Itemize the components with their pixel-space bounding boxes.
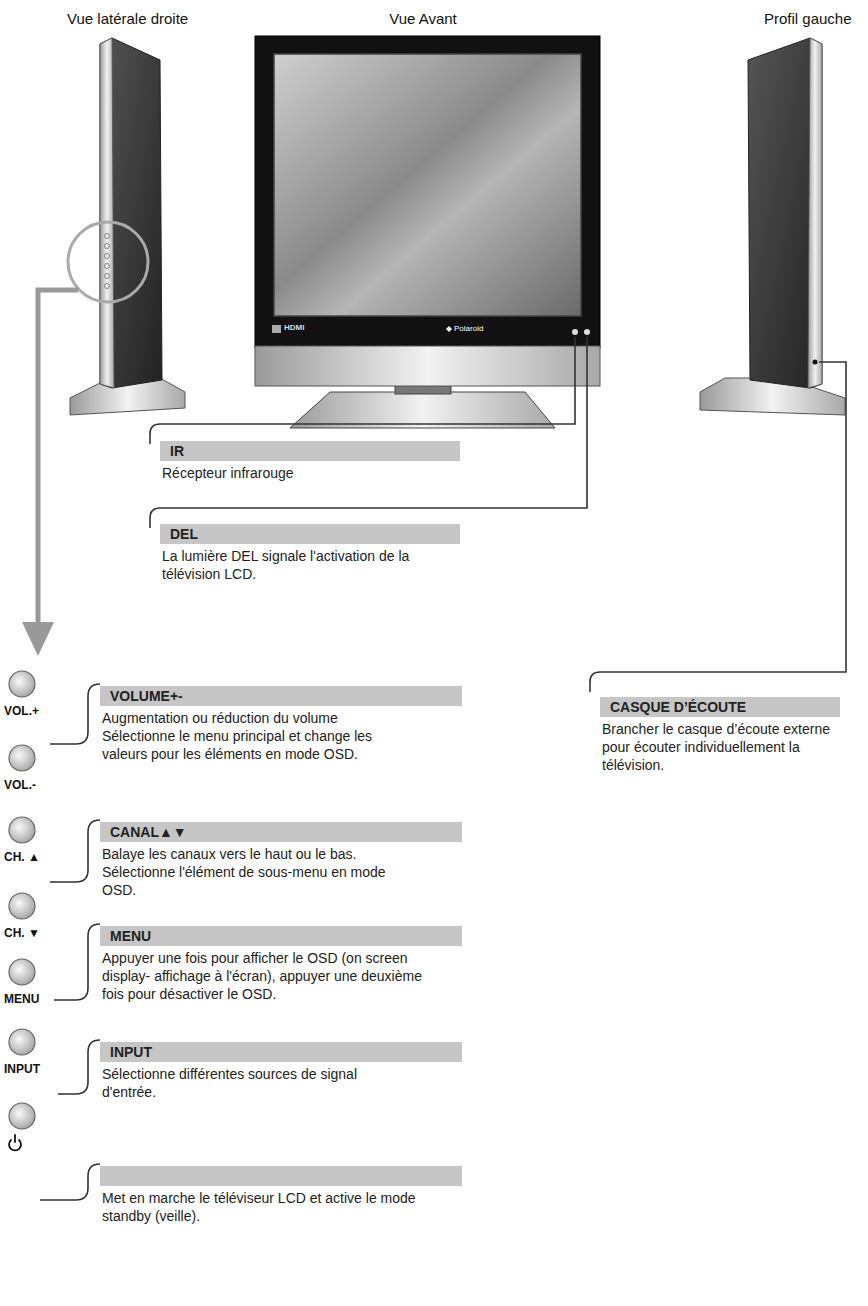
button-label: MENU	[4, 992, 39, 1006]
callout-brackets	[54, 924, 100, 1000]
callout-brackets	[50, 684, 100, 744]
callout-brackets	[40, 684, 100, 1200]
callout-heading: VOLUME+-	[100, 686, 462, 706]
callout-heading: DEL	[160, 524, 460, 544]
zoom-circle	[68, 222, 148, 302]
side-buttons	[105, 234, 110, 289]
callout-heading: IR	[160, 441, 460, 461]
button-column	[9, 1103, 35, 1129]
callout: IRRécepteur infrarouge	[160, 441, 460, 482]
callout: VOLUME+-Augmentation ou réduction du vol…	[100, 686, 462, 763]
led-dot	[584, 329, 590, 335]
front-view	[255, 346, 600, 386]
button-label: CH. ▲	[4, 850, 40, 864]
right-side-view	[100, 38, 162, 388]
callout: INPUTSélectionne différentes sources de …	[100, 1042, 462, 1101]
callout-heading: MENU	[100, 926, 462, 946]
button-column	[9, 671, 35, 697]
hdmi-logo: HDMI	[284, 323, 304, 332]
callout: DELLa lumière DEL signale l'activation d…	[160, 524, 460, 583]
callout-body: Met en marche le téléviseur LCD et activ…	[100, 1186, 432, 1225]
button-column	[9, 671, 35, 1129]
callout-brackets	[58, 1040, 100, 1094]
headphone-jack	[813, 360, 818, 365]
ir-leader	[150, 337, 575, 444]
callout-heading: CANAL▲▼	[100, 822, 462, 842]
callout-body: Brancher le casque d’écoute externe pour…	[600, 717, 832, 774]
callout-heading: INPUT	[100, 1042, 462, 1062]
right-side-view	[22, 38, 185, 656]
callout-body: Balaye les canaux vers le haut ou le bas…	[100, 842, 402, 899]
side-buttons	[105, 264, 110, 269]
ir-dot	[572, 329, 578, 335]
side-buttons	[105, 254, 110, 259]
zoom-arrowhead	[22, 622, 54, 656]
side-buttons	[105, 244, 110, 249]
button-label: VOL.+	[4, 704, 39, 718]
button-column	[9, 817, 35, 843]
callout-brackets	[40, 1164, 100, 1200]
button-label: CH. ▼	[4, 926, 40, 940]
brand-diamond	[446, 326, 452, 332]
callout-body: La lumière DEL signale l'activation de l…	[160, 544, 462, 583]
left-profile	[700, 378, 845, 415]
button-column	[9, 959, 35, 985]
led-leader	[150, 337, 587, 528]
button-label: VOL.-	[4, 778, 36, 792]
callout: Met en marche le téléviseur LCD et activ…	[100, 1166, 462, 1225]
button-label: INPUT	[4, 1062, 40, 1076]
front-view	[274, 54, 581, 316]
callout: CANAL▲▼Balaye les canaux vers le haut ou…	[100, 822, 462, 899]
front-view	[255, 36, 600, 348]
callout-body: Récepteur infrarouge	[160, 461, 462, 482]
zoom-leader	[38, 290, 78, 625]
callout-body: Augmentation ou réduction du volume Séle…	[100, 706, 402, 763]
power-symbol	[14, 1135, 16, 1142]
heading-band	[100, 1166, 462, 1186]
callout-heading: CASQUE D’ÉCOUTE	[600, 697, 840, 717]
left-profile	[808, 38, 822, 388]
button-column	[9, 745, 35, 771]
callout: MENUAppuyer une fois pour afficher le OS…	[100, 926, 462, 1003]
callout-body: Sélectionne différentes sources de signa…	[100, 1062, 402, 1101]
side-buttons	[105, 274, 110, 279]
front-view	[150, 36, 600, 528]
headphone-leader	[590, 362, 846, 692]
front-view	[290, 392, 555, 428]
button-column	[9, 893, 35, 919]
hdmi-badge	[272, 325, 281, 333]
callout-brackets	[50, 820, 100, 882]
callout: CASQUE D’ÉCOUTEBrancher le casque d’écou…	[600, 697, 840, 774]
view-title: Vue Avant	[389, 10, 457, 27]
brand-logo: Polaroid	[454, 324, 483, 333]
button-column	[9, 1029, 35, 1055]
right-side-view	[100, 38, 114, 388]
view-title: Vue latérale droite	[67, 10, 188, 27]
view-title: Profil gauche	[764, 10, 852, 27]
callout-body: Appuyer une fois pour afficher le OSD (o…	[100, 946, 432, 1003]
left-profile	[590, 38, 846, 692]
side-buttons	[105, 234, 110, 239]
side-buttons	[105, 284, 110, 289]
left-profile	[748, 38, 822, 388]
